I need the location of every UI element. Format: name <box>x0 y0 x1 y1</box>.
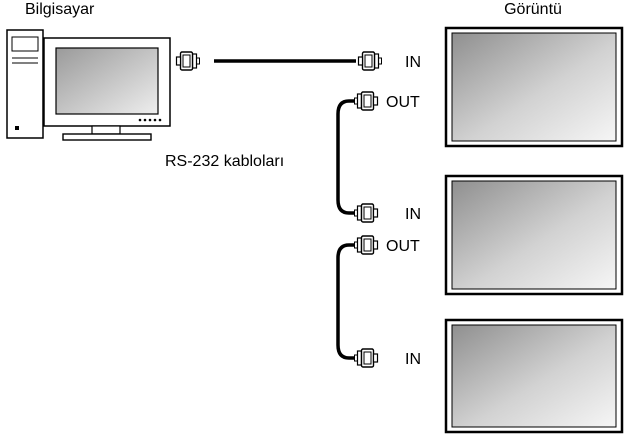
port-label-in: IN <box>405 54 421 71</box>
pc-connector-icon <box>175 51 201 71</box>
display-label: Görüntü <box>504 1 562 18</box>
cable-label: RS-232 kabloları <box>165 153 284 170</box>
cable-display-2-to-display-3 <box>336 243 355 360</box>
port-label-in: IN <box>405 351 421 368</box>
cable-display-1-to-display-2 <box>336 99 355 215</box>
in-connector-icon <box>353 203 379 223</box>
in-connector-icon <box>353 348 379 368</box>
display-2 <box>444 174 624 296</box>
computer-icon <box>6 29 171 141</box>
port-label-out: OUT <box>386 94 420 111</box>
port-label-in: IN <box>405 206 421 223</box>
display-1 <box>444 26 624 148</box>
computer-label: Bilgisayar <box>25 1 95 18</box>
display-3 <box>444 318 624 434</box>
out-connector-icon <box>353 235 379 255</box>
in-connector-icon <box>357 51 383 71</box>
port-label-out: OUT <box>386 238 420 255</box>
out-connector-icon <box>353 91 379 111</box>
